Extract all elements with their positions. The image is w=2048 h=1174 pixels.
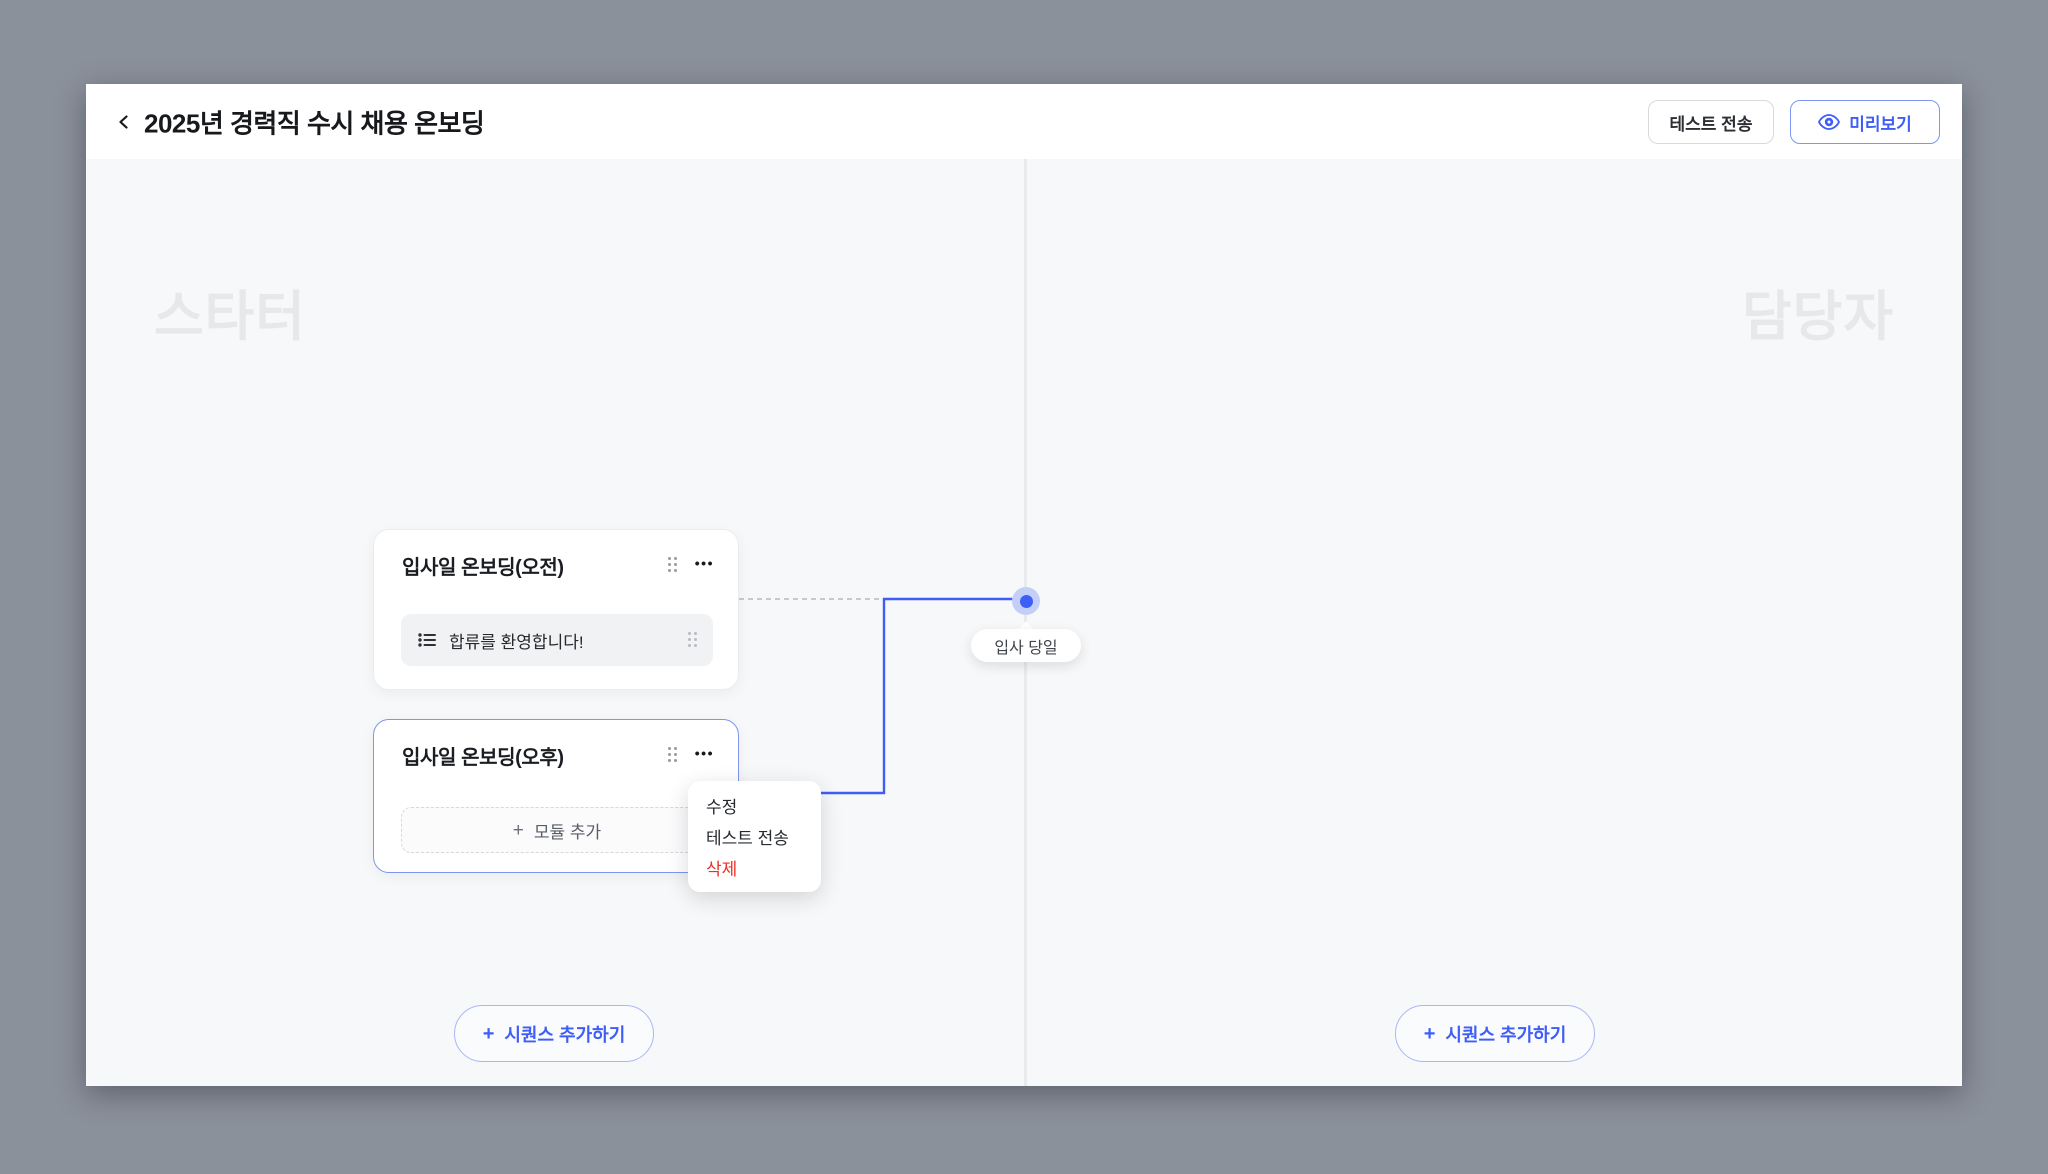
list-icon bbox=[418, 633, 436, 647]
onboarding-editor-window: 2025년 경력직 수시 채용 온보딩 테스트 전송 미리보기 스타터 담당자 … bbox=[86, 84, 1962, 1086]
page-title: 2025년 경력직 수시 채용 온보딩 bbox=[144, 108, 485, 138]
preview-label: 미리보기 bbox=[1849, 114, 1912, 134]
drag-handle-icon[interactable] bbox=[667, 556, 679, 574]
add-sequence-button-starter[interactable]: + 시퀀스 추가하기 bbox=[454, 1005, 654, 1062]
context-menu: 수정 테스트 전송 삭제 bbox=[688, 781, 821, 892]
card-header: 입사일 온보딩(오전) ••• bbox=[402, 550, 714, 580]
sequence-card-morning[interactable]: 입사일 온보딩(오전) ••• 합류를 환영합니다! bbox=[373, 529, 739, 690]
header: 2025년 경력직 수시 채용 온보딩 테스트 전송 미리보기 bbox=[86, 84, 1962, 159]
more-menu-button[interactable]: ••• bbox=[694, 555, 714, 571]
sequence-title: 입사일 온보딩(오전) bbox=[402, 556, 564, 579]
menu-item-edit[interactable]: 수정 bbox=[706, 798, 738, 817]
drag-handle-icon[interactable] bbox=[667, 746, 679, 764]
chevron-left-icon bbox=[119, 114, 128, 129]
timeline-node-dot bbox=[1019, 594, 1033, 608]
add-module-label: 모듈 추가 bbox=[533, 822, 602, 842]
menu-item-delete[interactable]: 삭제 bbox=[706, 860, 738, 879]
plus-icon: + bbox=[1423, 1022, 1436, 1045]
back-button[interactable] bbox=[108, 106, 140, 138]
sequence-card-afternoon[interactable]: 입사일 온보딩(오후) ••• + 모듈 추가 bbox=[373, 719, 739, 873]
sequence-title: 입사일 온보딩(오후) bbox=[402, 746, 564, 769]
lane-label-manager: 담당자 bbox=[1741, 287, 1894, 347]
add-module-button[interactable]: + 모듈 추가 bbox=[401, 807, 713, 853]
preview-button[interactable]: 미리보기 bbox=[1790, 100, 1940, 144]
workflow-board: 스타터 담당자 입사일 온보딩(오전) ••• bbox=[86, 159, 1962, 1086]
timeline-node[interactable] bbox=[1012, 587, 1040, 615]
node-label-pointer bbox=[1018, 621, 1034, 630]
add-sequence-label: 시퀀스 추가하기 bbox=[504, 1024, 626, 1045]
test-send-label: 테스트 전송 bbox=[1669, 114, 1753, 134]
plus-icon: + bbox=[482, 1022, 495, 1045]
timeline-node-label: 입사 당일 bbox=[971, 629, 1081, 662]
card-header: 입사일 온보딩(오후) ••• bbox=[402, 740, 714, 770]
menu-item-test-send[interactable]: 테스트 전송 bbox=[706, 829, 789, 848]
module-item[interactable]: 합류를 환영합니다! bbox=[401, 614, 713, 666]
active-connector bbox=[739, 597, 1026, 795]
more-menu-button[interactable]: ••• bbox=[694, 745, 714, 761]
lane-label-starter: 스타터 bbox=[154, 287, 307, 347]
add-sequence-button-manager[interactable]: + 시퀀스 추가하기 bbox=[1395, 1005, 1595, 1062]
module-drag-handle-icon[interactable] bbox=[688, 631, 699, 649]
add-sequence-label: 시퀀스 추가하기 bbox=[1445, 1024, 1567, 1045]
plus-icon: + bbox=[512, 819, 524, 841]
eye-icon bbox=[1818, 114, 1841, 130]
module-label: 합류를 환영합니다! bbox=[449, 632, 584, 652]
test-send-button[interactable]: 테스트 전송 bbox=[1648, 100, 1774, 144]
